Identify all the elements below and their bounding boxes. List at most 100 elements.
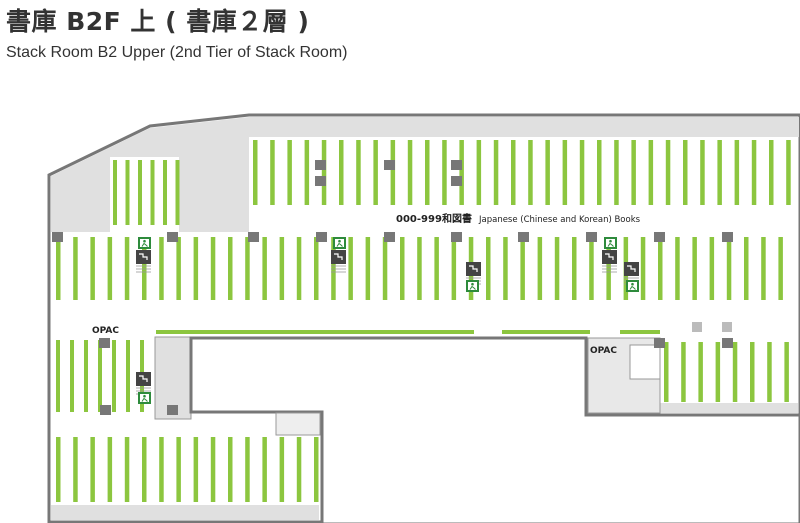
bookshelf bbox=[407, 140, 413, 205]
bookshelf bbox=[107, 437, 113, 502]
pillar-icon bbox=[586, 232, 597, 242]
bookshelf bbox=[715, 342, 721, 402]
bookshelf bbox=[589, 237, 594, 300]
bookshelf bbox=[692, 237, 697, 300]
bookshelf bbox=[579, 140, 585, 205]
bookshelf bbox=[210, 237, 216, 300]
bookshelf bbox=[175, 160, 180, 225]
bookshelf bbox=[631, 140, 636, 205]
emergency-exit-icon bbox=[138, 237, 151, 249]
bookshelf bbox=[769, 140, 774, 205]
bookshelf bbox=[373, 140, 378, 205]
bookshelf bbox=[142, 437, 147, 502]
gray-strip-right bbox=[660, 403, 798, 413]
small-room-bottom bbox=[275, 412, 321, 436]
gray-area-top-left bbox=[51, 117, 249, 232]
bookshelf bbox=[665, 140, 671, 205]
inner-cutout bbox=[189, 336, 800, 523]
pillar-icon bbox=[52, 232, 63, 242]
pillar-icon bbox=[315, 160, 326, 170]
bookshelf bbox=[664, 342, 669, 402]
bookshelf bbox=[279, 237, 285, 300]
bookshelf bbox=[56, 437, 61, 502]
bookshelf bbox=[150, 160, 155, 225]
bookshelf bbox=[304, 140, 310, 205]
bookshelf bbox=[382, 237, 388, 300]
bookshelf bbox=[734, 140, 740, 205]
pillar-icon bbox=[99, 338, 110, 348]
page-subtitle: Stack Room B2 Upper (2nd Tier of Stack R… bbox=[6, 44, 348, 61]
bookshelf bbox=[124, 237, 130, 300]
small-room-right bbox=[629, 344, 661, 380]
stairs-icon bbox=[136, 372, 151, 395]
bookshelf bbox=[90, 437, 95, 502]
bookshelf bbox=[107, 237, 113, 300]
pillars bbox=[52, 160, 733, 415]
pillar-icon bbox=[451, 232, 462, 242]
bookshelf bbox=[112, 340, 116, 412]
bookshelf bbox=[176, 237, 181, 300]
bookshelf bbox=[786, 140, 791, 205]
bookshelf bbox=[511, 140, 516, 205]
bookshelf bbox=[245, 237, 250, 300]
bookshelf bbox=[503, 237, 508, 300]
gray-strip-bottom bbox=[51, 505, 319, 520]
bookshelf bbox=[287, 140, 292, 205]
bookshelf bbox=[314, 237, 319, 300]
emergency-exit-icon bbox=[138, 392, 151, 404]
bookshelf bbox=[698, 342, 703, 402]
bookshelf bbox=[442, 140, 447, 205]
bookshelf bbox=[459, 140, 464, 205]
pillar-icon bbox=[384, 160, 395, 170]
bookshelf bbox=[262, 437, 267, 502]
bookshelf bbox=[210, 437, 216, 502]
terminal-icon bbox=[692, 322, 702, 332]
opac-label-right: OPAC bbox=[590, 346, 617, 356]
bookshelf bbox=[778, 237, 783, 300]
pillar-icon bbox=[316, 232, 327, 242]
bookshelf bbox=[750, 342, 755, 402]
bookshelf bbox=[270, 140, 275, 205]
bookshelf bbox=[562, 140, 568, 205]
bookshelf bbox=[614, 140, 619, 205]
bookshelf bbox=[296, 437, 302, 502]
bookshelf bbox=[159, 237, 164, 300]
bookshelf bbox=[520, 237, 525, 300]
bookshelf bbox=[681, 342, 686, 402]
emergency-exit-icon bbox=[333, 237, 346, 249]
bookshelf bbox=[56, 237, 61, 300]
bookshelf bbox=[767, 342, 772, 402]
bookshelf bbox=[451, 237, 457, 300]
bookshelf bbox=[73, 437, 78, 502]
pillar-icon bbox=[100, 405, 111, 415]
pillar-icon bbox=[722, 338, 733, 348]
bookshelf bbox=[417, 237, 422, 300]
bookshelf bbox=[356, 140, 361, 205]
gray-strip-top bbox=[249, 117, 799, 137]
bookshelf bbox=[683, 140, 688, 205]
emergency-exit-icon bbox=[626, 280, 639, 292]
bookshelf bbox=[331, 237, 336, 300]
zone-code-label: 000-999 bbox=[396, 214, 442, 225]
bookshelf bbox=[726, 237, 732, 300]
bookshelf bbox=[493, 140, 499, 205]
zone-name-en-label: Japanese (Chinese and Korean) Books bbox=[478, 215, 641, 225]
bookshelf bbox=[606, 237, 611, 300]
bookshelf bbox=[321, 140, 327, 205]
bookshelf bbox=[572, 237, 577, 300]
bookshelf bbox=[476, 140, 482, 205]
bookshelf bbox=[124, 437, 130, 502]
bookshelf bbox=[528, 140, 533, 205]
bookshelf bbox=[400, 237, 405, 300]
pillar-icon bbox=[248, 232, 259, 242]
bookshelf bbox=[751, 140, 757, 205]
bookshelf bbox=[90, 237, 95, 300]
bookshelf bbox=[434, 237, 439, 300]
bookshelf bbox=[163, 160, 167, 225]
pillar-icon bbox=[518, 232, 529, 242]
bookshelf bbox=[744, 237, 749, 300]
bookshelf bbox=[253, 140, 258, 205]
bookshelf bbox=[279, 437, 285, 502]
bookshelf bbox=[784, 342, 789, 402]
